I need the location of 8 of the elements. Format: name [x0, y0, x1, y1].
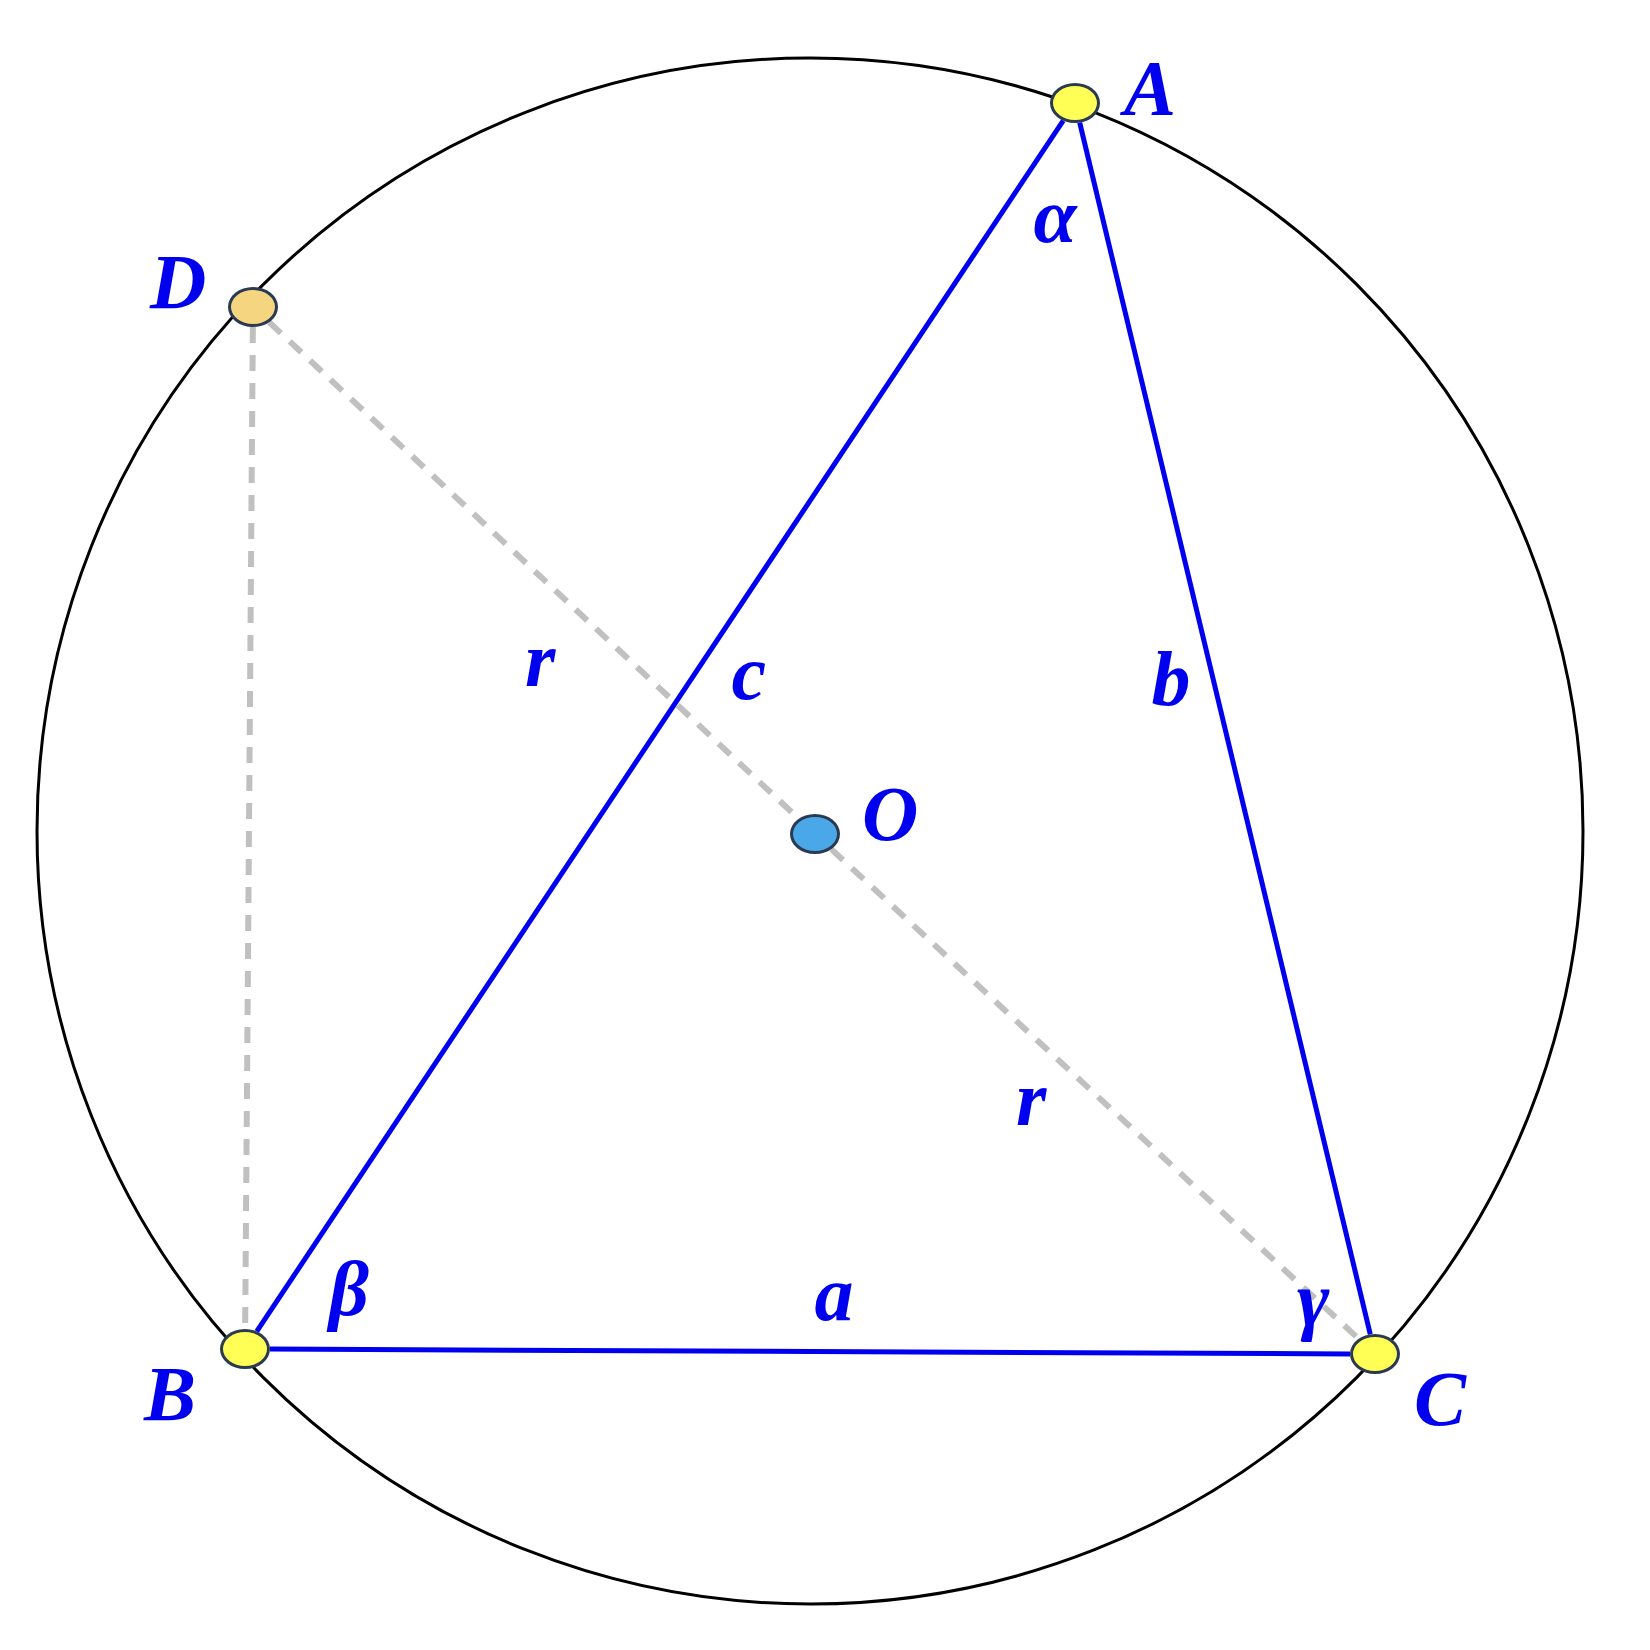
triangle-side	[270, 1346, 1350, 1357]
point-label: B	[144, 1355, 197, 1433]
point-label: C	[1414, 1360, 1467, 1438]
triangle-side	[1077, 122, 1373, 1335]
angle-label: α	[1033, 177, 1077, 255]
point-label: D	[150, 243, 207, 321]
triangle-side	[254, 119, 1066, 1333]
point-label: O	[862, 775, 919, 853]
